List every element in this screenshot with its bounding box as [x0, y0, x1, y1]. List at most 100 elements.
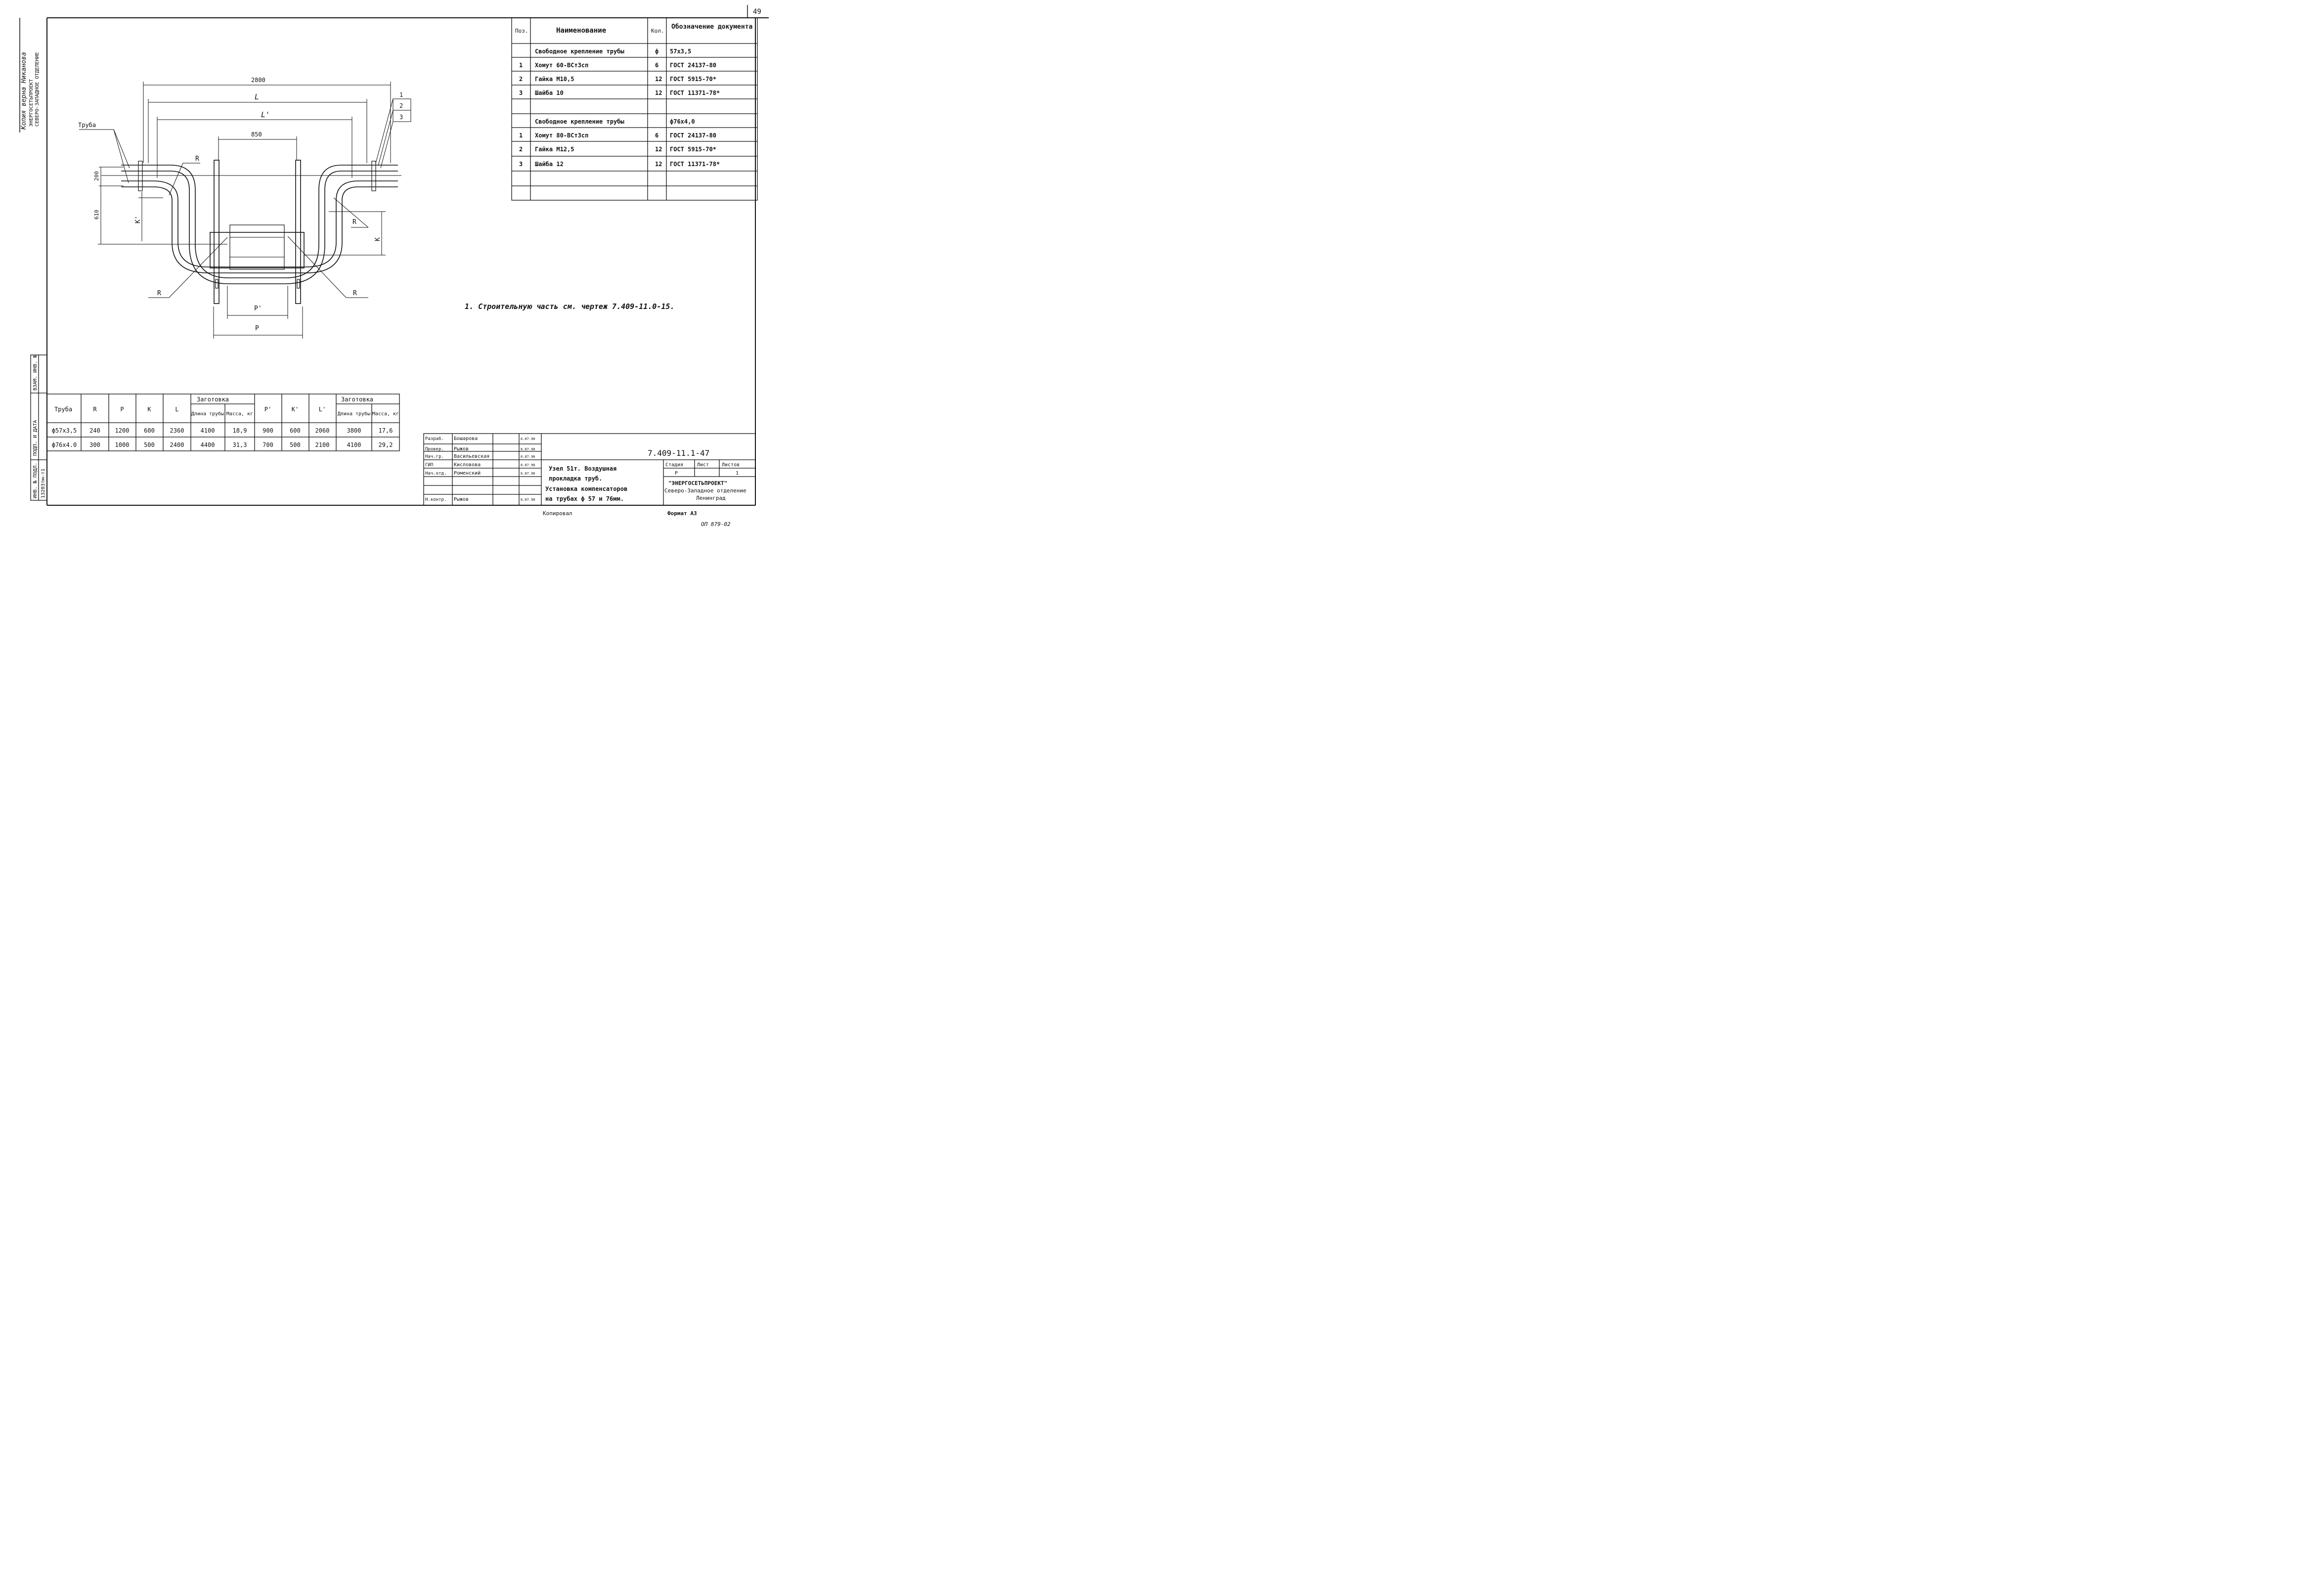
org-block: "ЭНЕРГОСЕТЬПРОЕКТ" Северо-Западное отдел…: [664, 480, 746, 501]
label-R-right: R: [352, 219, 356, 226]
compensator-drawing: [101, 160, 401, 304]
spec-cell: ГОСТ 11371-78*: [670, 161, 720, 168]
dims-header-cell: Длина трубы: [191, 411, 224, 417]
dims-header-cell: Масса, кг: [226, 411, 253, 417]
spec-cell: Гайка М10,5: [535, 76, 574, 83]
drawing-sheet: 49 Копия верна Никанова ЭНЕРГОСЕТЬПРОЕКТ…: [19, 5, 769, 527]
dims-group-label-1: Заготовка: [197, 396, 229, 403]
dims-cell: 17,6: [379, 427, 393, 434]
title-line-2: прокладка труб.: [549, 475, 602, 482]
label-2800: 2800: [251, 77, 265, 84]
dims-cell: 2100: [315, 441, 330, 448]
dims-cell: 4100: [347, 441, 361, 448]
spec-cell: 3: [519, 161, 523, 168]
signature-role: Н.контр.: [425, 497, 446, 502]
dims-cell: 2400: [170, 441, 184, 448]
footer-copied: Копировал: [543, 510, 572, 517]
label-L1: L': [261, 110, 270, 119]
signature-role: Нач.гр.: [425, 454, 444, 459]
spec-cell: 6: [655, 62, 658, 69]
signature-date: 6.07.90: [521, 472, 535, 476]
dims-cell: ф76х4.0: [52, 441, 77, 448]
dims-header-cell: Длина трубы: [338, 411, 370, 417]
signature-person: Рыжов: [454, 446, 469, 452]
org-line-2: Северо-Западное отделение: [664, 487, 746, 494]
spec-header-pos: Поз.: [515, 28, 528, 34]
title-block-signatures: Разраб. Бошарова 6.07.90 Провер. Рыжов 6.07.9…: [425, 436, 535, 502]
footer-corner: ОП 879-02: [701, 521, 731, 527]
spec-cell: 12: [655, 161, 662, 168]
spec-cell: 1: [519, 62, 523, 69]
spec-cell: Гайка М12,5: [535, 146, 574, 153]
spec-header-doc: Обозначение документа: [671, 23, 753, 31]
dims-cell: 18,9: [233, 427, 247, 434]
org-line-3: Ленинград: [696, 495, 726, 501]
callout-2: 2: [399, 102, 403, 109]
spec-cell: 2: [519, 146, 523, 153]
label-P: P: [255, 325, 259, 332]
dims-group-label-2: Заготовка: [341, 396, 373, 403]
spec-cell: Свободное крепление трубы: [535, 118, 624, 125]
label-200: 200: [93, 171, 100, 181]
spec-cell: ф76х4,0: [670, 118, 695, 125]
signature-date: 6.07.90: [521, 447, 535, 451]
stage-block: Стадия Лист Листов Р 1: [665, 462, 740, 476]
signature-role: Разраб.: [425, 436, 444, 441]
signature-person: Кисловова: [454, 462, 481, 468]
dims-table-grid: [46, 394, 400, 451]
signature-role: Провер.: [425, 447, 444, 452]
dims-cell: 500: [144, 441, 155, 448]
spec-cell: 1: [519, 132, 523, 139]
drawing-labels: Труба 2800 L L' 850 R R R R 200 610 K' K…: [78, 77, 403, 332]
signature-person: Рыжов: [454, 497, 469, 502]
spec-cell: ГОСТ 11371-78*: [670, 89, 720, 96]
dimension-lines: [79, 82, 411, 339]
margin-label-podp: ПОДП. И ДАТА: [33, 420, 38, 456]
signature-role: Нач.отд.: [425, 471, 446, 476]
spec-cell: ф: [655, 48, 658, 55]
dims-header-cell: P': [264, 406, 271, 413]
spec-header-doc-line: Обозначение документа: [671, 23, 753, 31]
spec-cell: ГОСТ 5915-70*: [670, 146, 716, 153]
spec-cell: ГОСТ 24137-80: [670, 132, 716, 139]
spec-cell: ГОСТ 24137-80: [670, 62, 716, 69]
dims-header-cell: P: [120, 406, 124, 413]
label-K1: K': [134, 216, 142, 223]
side-stamp: Копия верна Никанова ЭНЕРГОСЕТЬПРОЕКТ СЕ…: [20, 52, 40, 130]
spec-cell: 3: [519, 89, 523, 96]
label-R-top: R: [195, 155, 199, 163]
dims-header-cell: Труба: [54, 406, 72, 413]
dims-header-cell: K': [292, 406, 299, 413]
spec-cell: 12: [655, 76, 662, 83]
title-line-1: Узел 51т. Воздушная: [549, 465, 616, 472]
spec-cell: Шайба 12: [535, 161, 564, 168]
side-stamp-line1: Копия верна Никанова: [20, 52, 28, 130]
spec-cell: Хомут 80-ВСт3сп: [535, 132, 588, 139]
spec-cell: 12: [655, 146, 662, 153]
signature-date: 6.07.90: [521, 455, 535, 459]
spec-header-qty: Кол.: [651, 28, 664, 34]
margin-label-num: 13203тм-т1: [41, 469, 46, 498]
signature-person: Васильевская: [454, 454, 489, 459]
signature-person: Роменский: [454, 470, 481, 476]
page-number: 49: [753, 8, 761, 16]
spec-cell: 12: [655, 89, 662, 96]
spec-cell: 57х3,5: [670, 48, 691, 55]
stage-value-stage: Р: [675, 471, 678, 476]
dims-cell: ф57х3,5: [52, 427, 77, 434]
stage-header-sheets: Листов: [722, 462, 740, 468]
label-P1: P': [254, 305, 262, 312]
spec-table-grid: [511, 17, 758, 201]
dims-cell: 700: [263, 441, 273, 448]
label-R-bottom-left: R: [157, 290, 161, 297]
label-R-bottom-right: R: [353, 290, 357, 297]
footer-format: Формат А3: [667, 510, 697, 517]
dims-cell: 240: [89, 427, 100, 434]
margin-label-inv: ИНВ. № ПОДЛ.: [33, 463, 38, 498]
stage-header-sheet: Лист: [697, 462, 709, 468]
dims-header-cell: R: [93, 406, 97, 413]
document-code: 7.409-11.1-47: [648, 448, 709, 458]
signature-person: Бошарова: [454, 436, 478, 441]
